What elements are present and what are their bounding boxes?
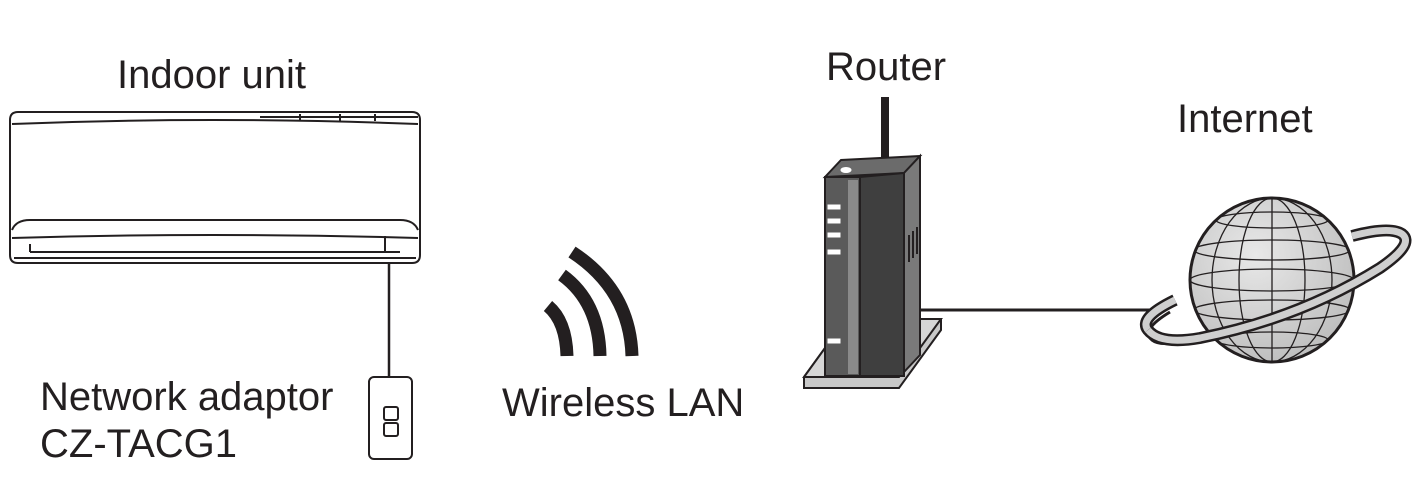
wireless-lan-label: Wireless LAN [502, 381, 745, 425]
indoor-unit-icon [9, 111, 421, 264]
network-adaptor-label: Network adaptor [40, 375, 334, 419]
router-label: Router [826, 45, 947, 89]
indoor-unit-label: Indoor unit [117, 53, 307, 97]
wifi-signal-icon [543, 246, 639, 357]
router-icon [802, 97, 943, 389]
globe-icon [1139, 196, 1412, 364]
network-adaptor-icon [368, 376, 413, 460]
adaptor-model-label: CZ-TACG1 [40, 422, 238, 466]
internet-label: Internet [1177, 97, 1313, 141]
